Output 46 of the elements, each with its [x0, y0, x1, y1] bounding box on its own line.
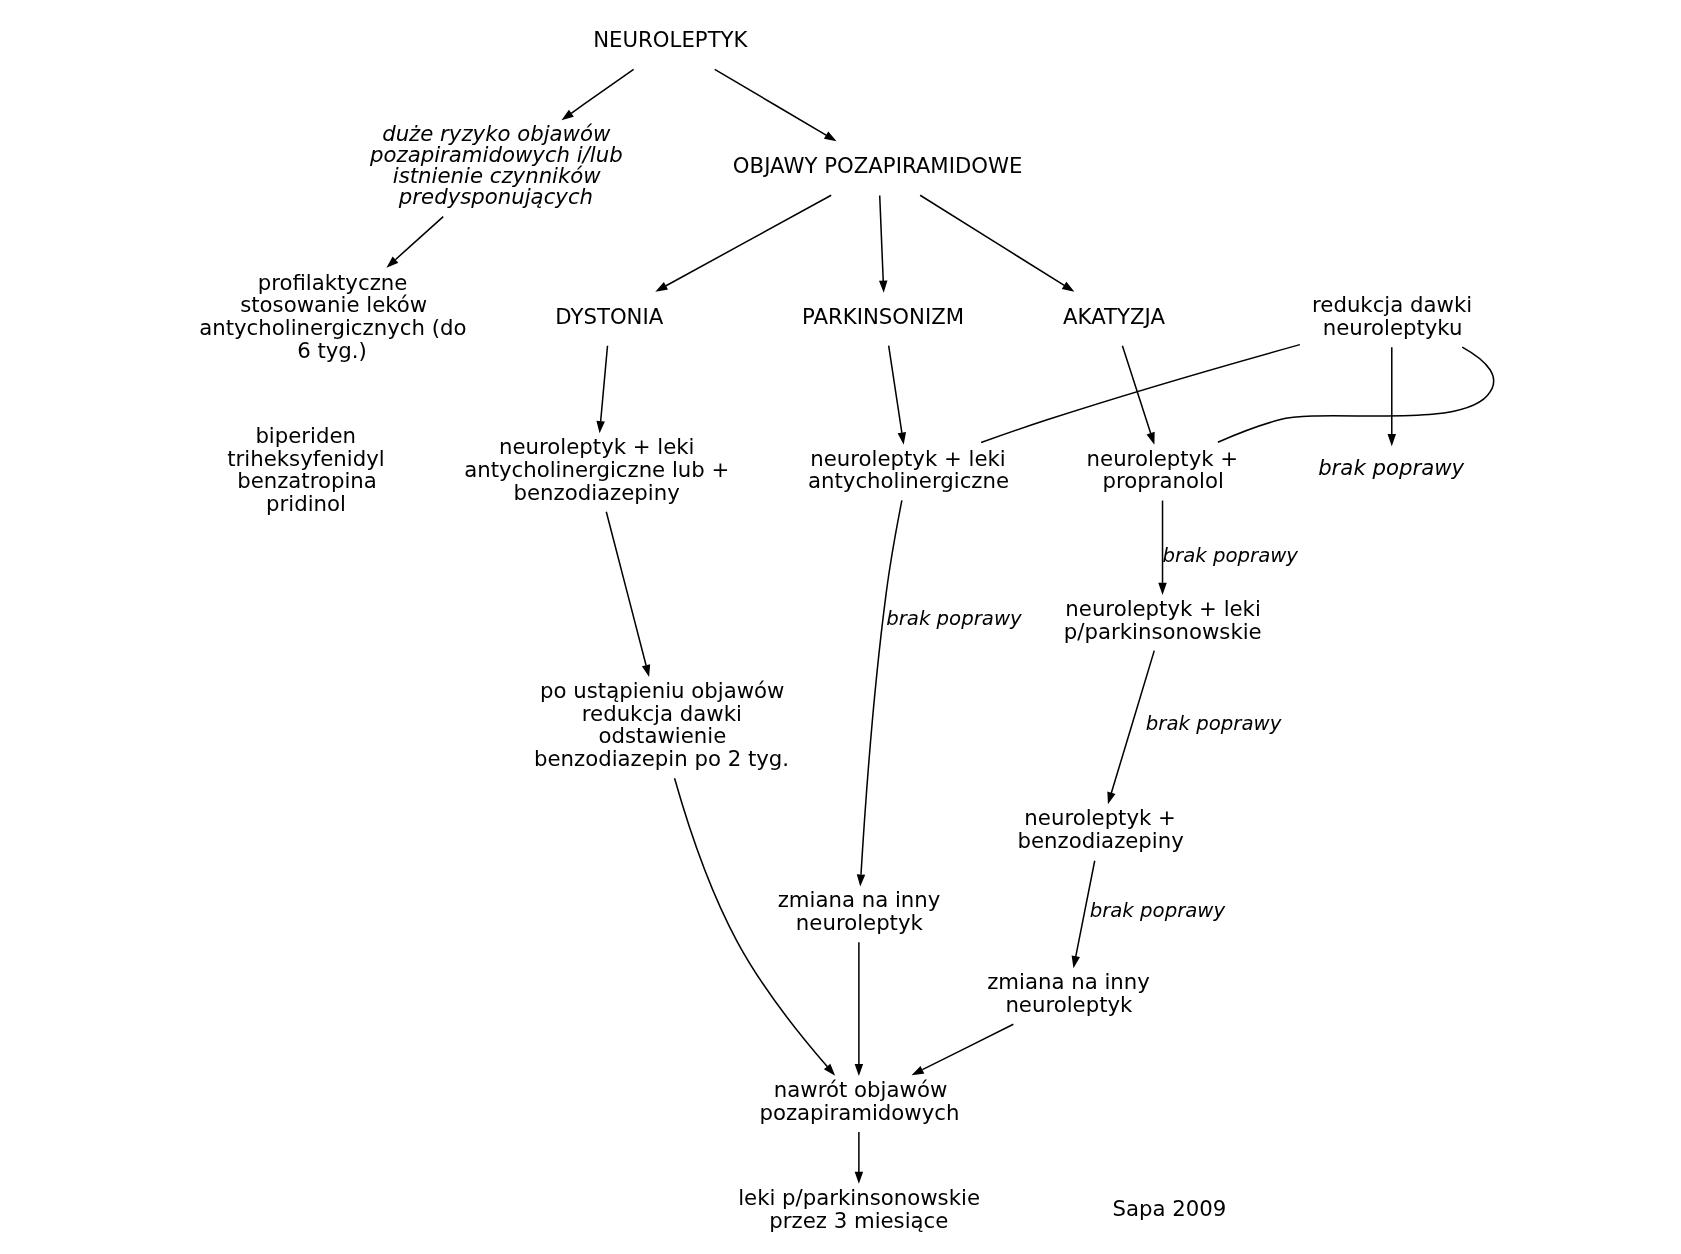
node-text: zmiana na inny neuroleptyk — [777, 887, 941, 936]
node-text: neuroleptyk + leki antycholinergiczne — [808, 445, 1010, 494]
node-text: nawrót objawów pozapiramidowych — [759, 1077, 960, 1125]
node-text: neuroleptyk + propranolol — [1086, 445, 1239, 494]
arrow — [878, 194, 888, 293]
arrow — [854, 1131, 864, 1184]
arrow — [673, 777, 836, 1076]
edge-label: brak poprawy — [1089, 898, 1226, 922]
edge-label: brak poprawy — [1162, 543, 1299, 567]
node-text: neuroleptyk + leki p/parkinsonowskie — [1063, 595, 1262, 644]
node-text: profilaktyczne stosowanie leków antycholinergicznych (do 6 tyg.) — [199, 269, 467, 363]
edge-label: brak poprawy — [1145, 712, 1282, 736]
node-text: po ustąpieniu objawów redukcja dawki odstawienie benzodiazepin po 2 tyg. — [533, 677, 790, 772]
connector — [980, 343, 1301, 444]
arrow — [854, 941, 864, 1077]
arrow — [713, 68, 837, 142]
arrow — [1387, 346, 1397, 447]
arrow — [386, 215, 444, 268]
node-text: leki p/parkinsonowskie przez 3 miesiące — [738, 1184, 980, 1233]
label: Sapa 2009 — [1112, 1196, 1227, 1222]
node-text: DYSTONIA — [555, 303, 664, 329]
node-text: AKATYZJA — [1063, 303, 1166, 329]
arrow — [1071, 860, 1096, 969]
node-text: brak poprawy — [1318, 455, 1465, 481]
node-text: duże ryzyko objawów pozapiramidowych i/lub istnienie czynników predysponujących — [370, 120, 623, 210]
node-text: neuroleptyk + benzodiazepiny — [1017, 805, 1184, 854]
arrow — [655, 194, 832, 292]
node-text: NEUROLEPTYK — [593, 27, 748, 53]
edge-label: brak poprawy — [886, 607, 1022, 631]
node-text: redukcja dawki neuroleptyku — [1312, 292, 1473, 341]
arrow — [1158, 499, 1167, 595]
node-text: zmiana na inny neuroleptyk — [987, 969, 1150, 1018]
label: biperiden triheksyfenidyl benzatropina pridinol — [227, 422, 385, 517]
arrow — [605, 510, 651, 677]
node-text: PARKINSONIZM — [801, 303, 965, 329]
arrow — [911, 1023, 1015, 1076]
connector — [1217, 346, 1495, 444]
arrow — [856, 499, 903, 887]
arrow — [1107, 649, 1156, 805]
arrow — [596, 344, 609, 434]
arrow — [1121, 344, 1155, 445]
node-text: OBJAWY POZAPIRAMIDOWE — [732, 153, 1023, 179]
arrow — [561, 68, 635, 121]
arrow — [887, 344, 907, 445]
node-text: neuroleptyk + leki antycholinergiczne lub + benzodiazepiny — [464, 434, 730, 505]
arrow — [919, 194, 1075, 292]
